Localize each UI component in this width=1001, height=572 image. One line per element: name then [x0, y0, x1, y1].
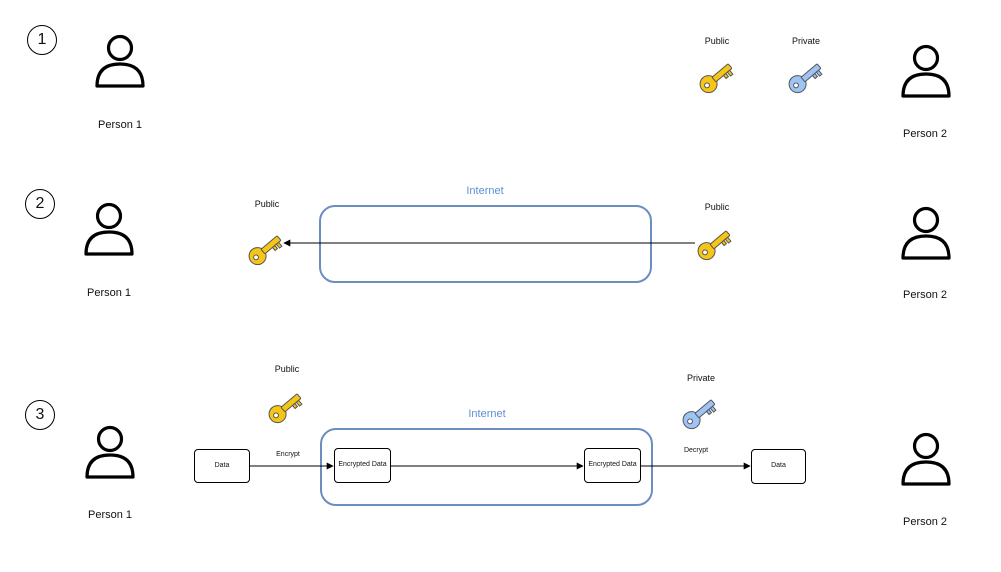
person-1-label: Person 1 — [86, 287, 132, 299]
internet-cloud-box — [320, 428, 653, 506]
encrypted-data-box-right: Encrypted Data — [584, 448, 641, 483]
public-key-label: Public — [254, 199, 280, 209]
private-key-label: Private — [791, 36, 821, 46]
step-number-2: 2 — [25, 189, 55, 219]
internet-cloud-box — [319, 205, 652, 283]
encrypt-label: Encrypt — [276, 451, 300, 458]
public-key-label: Public — [704, 36, 730, 46]
private-key-label: Private — [686, 373, 716, 383]
step-number-3: 3 — [25, 400, 55, 430]
person-2-label: Person 2 — [902, 289, 948, 301]
public-key-label: Public — [704, 202, 730, 212]
internet-label: Internet — [468, 408, 506, 420]
step-number-text: 1 — [37, 31, 47, 48]
public-key-label: Public — [274, 364, 300, 374]
data-box-text: Data — [771, 462, 786, 470]
data-box-destination: Data — [751, 449, 806, 484]
data-box-source: Data — [194, 449, 250, 483]
step-number-text: 2 — [35, 195, 45, 212]
encrypted-data-box-left: Encrypted Data — [334, 448, 391, 483]
step-number-text: 3 — [35, 406, 45, 423]
encrypted-data-text: Encrypted Data — [338, 461, 387, 469]
person-2-label: Person 2 — [902, 516, 948, 528]
internet-label: Internet — [466, 185, 504, 197]
decrypt-label: Decrypt — [683, 447, 709, 454]
person-1-label: Person 1 — [87, 509, 133, 521]
encrypted-data-text: Encrypted Data — [588, 461, 637, 469]
person-1-label: Person 1 — [97, 119, 143, 131]
data-box-text: Data — [214, 461, 230, 469]
step-number-1: 1 — [27, 25, 57, 55]
person-2-label: Person 2 — [902, 128, 948, 140]
